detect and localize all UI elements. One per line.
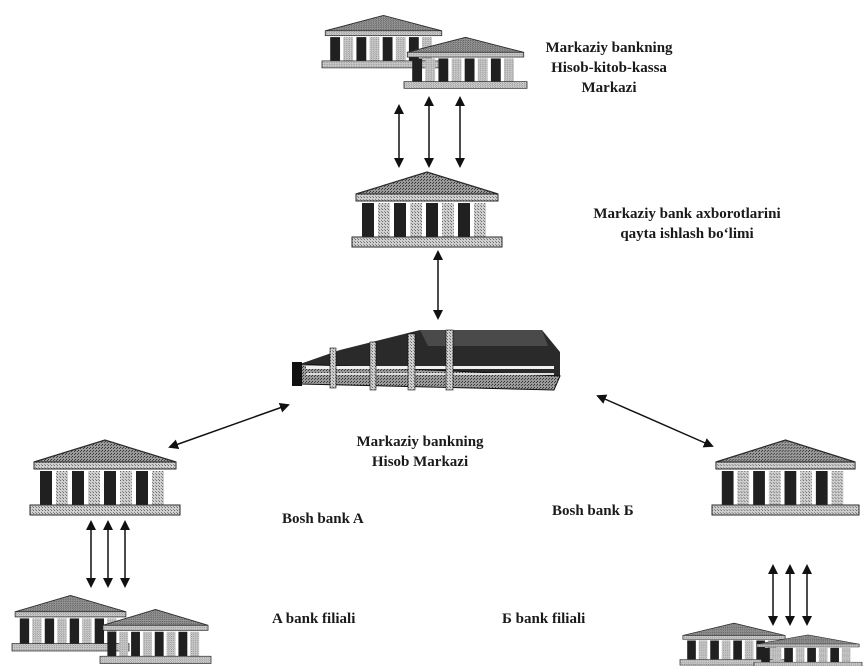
bank-a-head-label: Bosh bank A	[282, 511, 364, 527]
bank-a-building-icon	[29, 439, 181, 516]
bank-b-head-label: Bosh bank Б	[552, 503, 634, 519]
center-bank-a-arrow	[168, 402, 290, 450]
bank-a-branch-building-front-icon	[99, 608, 212, 664]
processing-label-line2: qayta ishlash bo‘limi	[620, 226, 754, 242]
processing-label: Markaziy bank axborotlarini qayta ishlas…	[552, 204, 822, 244]
hisob-markazi-building-icon	[292, 329, 561, 391]
bank-b-branch-label: Б bank filiali	[502, 611, 586, 627]
rkm-label-line2: Hisob-kitob-kassa	[551, 60, 667, 76]
hisob-markazi-label-line2: Hisob Markazi	[371, 454, 469, 470]
rkm-label-line1: Markaziy bankning	[545, 40, 673, 56]
processing-bank-building-icon	[351, 171, 503, 248]
rkm-label-line3: Markazi	[581, 80, 637, 96]
hisob-markazi-label-line1: Markaziy bankning	[356, 434, 484, 450]
processing-label-line1: Markaziy bank axborotlarini	[593, 206, 781, 222]
hisob-markazi-label: Markaziy bankning Hisob Markazi	[330, 432, 510, 472]
rkm-label: Markaziy bankning Hisob-kitob-kassa Mark…	[524, 38, 694, 98]
center-bank-b-arrow	[596, 394, 714, 448]
bank-b-building-icon	[711, 439, 860, 516]
bank-a-branch-label: A bank filiali	[272, 611, 356, 627]
